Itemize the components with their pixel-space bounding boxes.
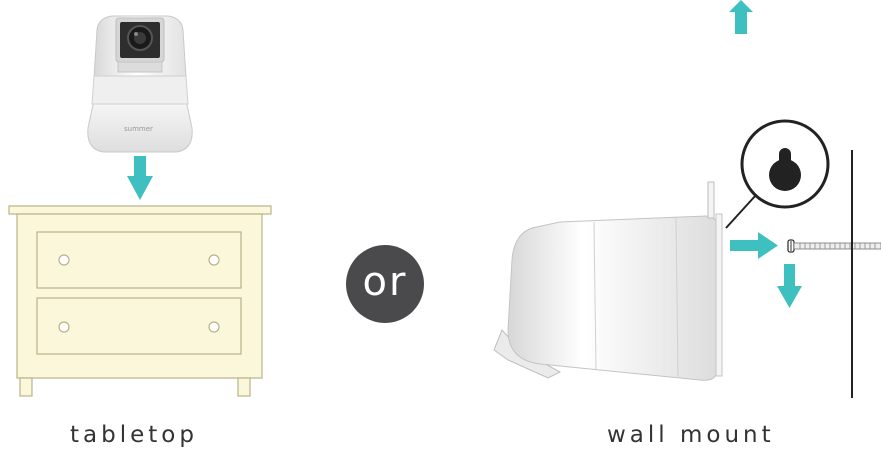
dresser-icon (8, 205, 272, 397)
brand-label: summer (124, 125, 153, 133)
camera-icon: summer (87, 15, 193, 153)
arrow-up-icon (729, 0, 753, 34)
wall-camera-icon (493, 181, 723, 381)
arrow-down-icon (777, 264, 802, 308)
arrow-right-icon (730, 232, 778, 259)
keyhole-icon (725, 119, 830, 229)
screw-icon (787, 239, 881, 253)
tabletop-caption: tabletop (70, 422, 198, 448)
or-separator: or (346, 245, 424, 323)
arrow-down-icon (127, 156, 153, 200)
wall-mount-caption: wall mount (607, 422, 775, 448)
